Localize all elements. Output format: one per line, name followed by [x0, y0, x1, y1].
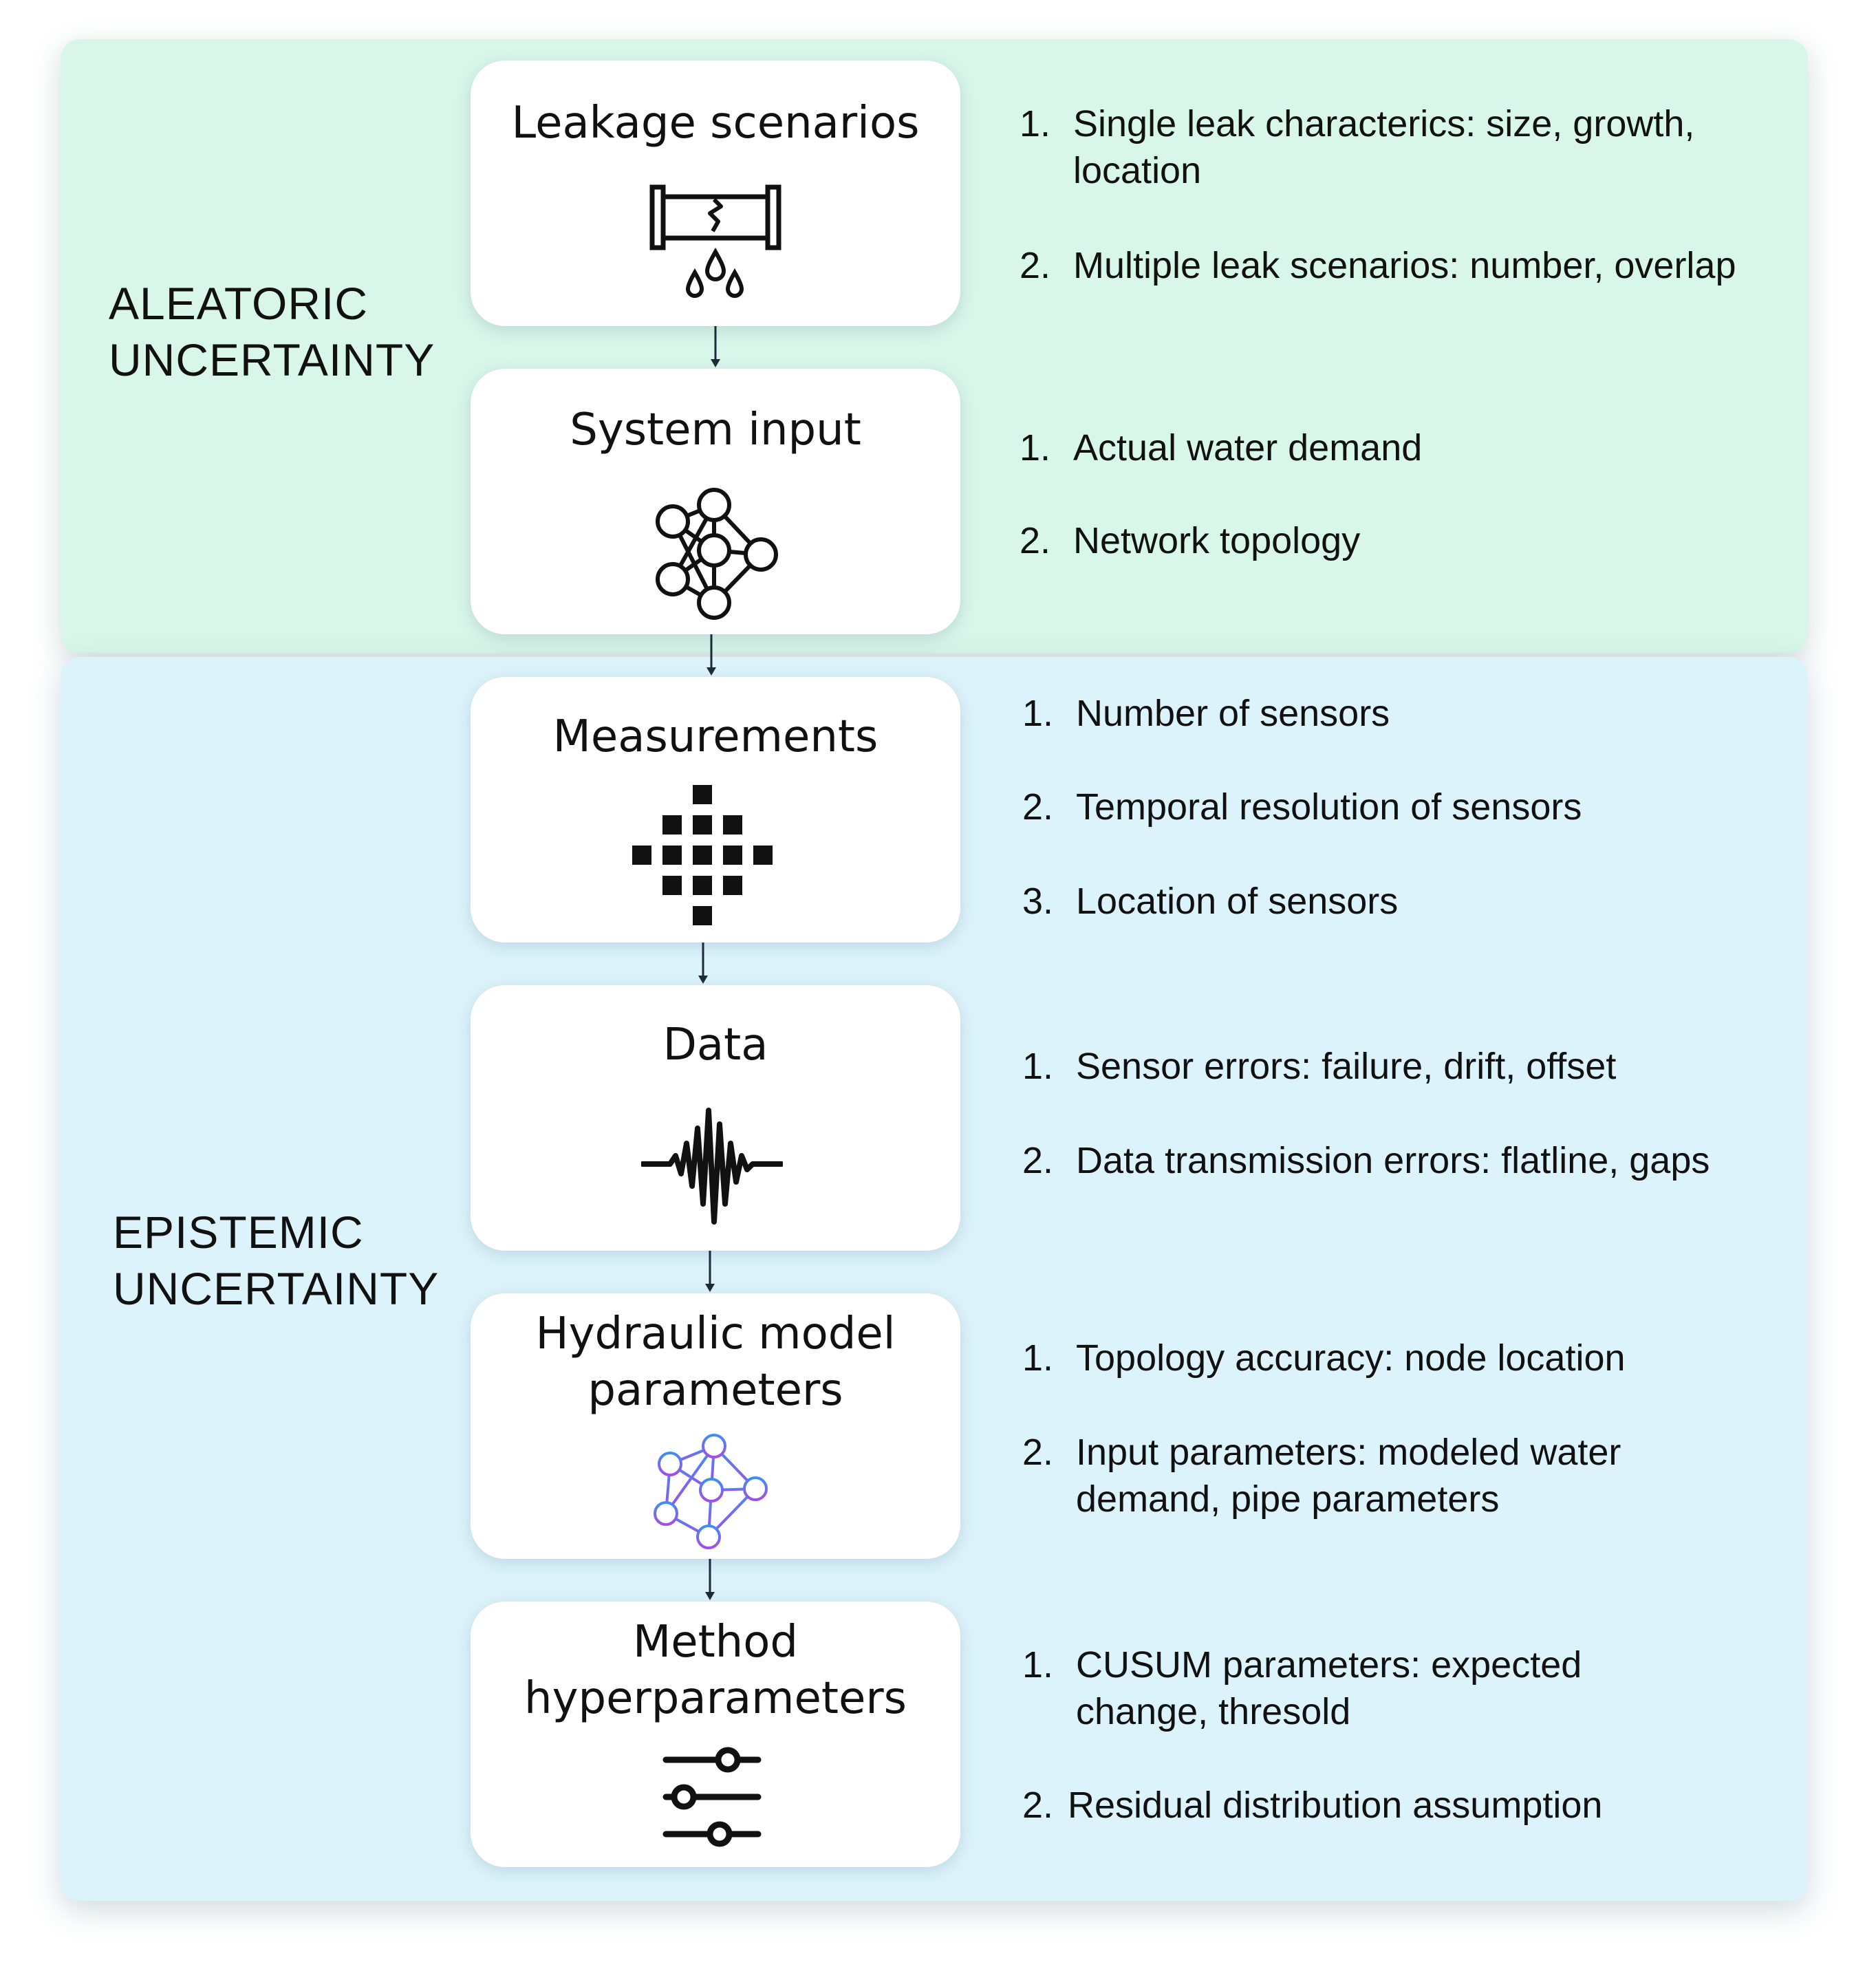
factor-item: 2. Network topology — [1020, 517, 1360, 564]
factor-text: Sensor errors: failure, drift, offset — [1076, 1046, 1617, 1087]
factor-text: Data transmission errors: flatline, gaps — [1076, 1140, 1710, 1181]
flow-arrow — [705, 1559, 715, 1600]
flow-arrow — [705, 1251, 715, 1292]
factor-text: Input parameters: modeled water — [1076, 1432, 1621, 1473]
epistemic-label: EPISTEMIC UNCERTAINTY — [113, 1204, 439, 1317]
card-title-line: System input — [570, 405, 861, 455]
factor-item: 2. Data transmission errors: flatline, ga… — [1022, 1137, 1710, 1184]
signal-waveform-icon — [641, 1108, 783, 1225]
card-title: Data — [471, 1017, 960, 1073]
factor-number: 1. — [1020, 103, 1051, 144]
factor-text: Location of sensors — [1076, 881, 1399, 922]
factor-item: 1. Topology accuracy: node location — [1022, 1335, 1626, 1381]
factor-item: 1. Sensor errors: failure, drift, offset — [1022, 1043, 1616, 1090]
card-title-line: parameters — [587, 1365, 843, 1416]
factor-text-continued: location — [1073, 150, 1202, 191]
flow-arrow — [698, 943, 708, 984]
factor-number: 2. — [1022, 1785, 1054, 1826]
factor-text: Actual water demand — [1073, 427, 1423, 468]
factor-item: 2. Multiple leak scenarios: number, overl… — [1020, 242, 1736, 289]
factor-number: 2. — [1020, 520, 1051, 561]
hydraulic-model-card: Hydraulic model parameters — [471, 1293, 960, 1559]
factor-number: 1. — [1022, 693, 1054, 734]
card-title-line: Data — [662, 1020, 768, 1070]
factor-item: 2. Residual distribution assumption — [1022, 1782, 1602, 1829]
aleatoric-label-line-1: ALEATORIC — [109, 278, 368, 329]
colored-network-icon — [654, 1434, 768, 1549]
data-card: Data — [471, 985, 960, 1251]
leakage-scenarios-card: Leakage scenarios — [471, 61, 960, 326]
card-title: Method hyperparameters — [471, 1614, 960, 1727]
factor-item: 1. Single leak characterics: size, growth… — [1020, 100, 1694, 194]
factor-text: Single leak characterics: size, growth, — [1073, 103, 1695, 144]
factor-number: 2. — [1020, 245, 1051, 286]
factor-number: 1. — [1022, 1644, 1054, 1685]
card-title-line: Leakage scenarios — [511, 98, 920, 149]
factor-text-continued: change, thresold — [1076, 1691, 1351, 1732]
factor-text-continued: demand, pipe parameters — [1076, 1478, 1500, 1520]
sliders-icon — [662, 1747, 762, 1847]
factor-number: 2. — [1022, 786, 1054, 828]
card-title: Hydraulic model parameters — [471, 1306, 960, 1419]
factor-text: Network topology — [1073, 520, 1361, 561]
factor-text: Residual distribution assumption — [1068, 1785, 1603, 1826]
flow-arrow — [711, 326, 720, 367]
card-title: Leakage scenarios — [471, 95, 960, 151]
card-title: Measurements — [471, 709, 960, 765]
factor-item: 1. Number of sensors — [1022, 690, 1390, 737]
factor-text: Multiple leak scenarios: number, overlap — [1073, 245, 1736, 286]
card-title-line: Hydraulic model — [535, 1308, 896, 1359]
method-hyperparameters-card: Method hyperparameters — [471, 1602, 960, 1867]
network-graph-icon — [656, 488, 778, 620]
factor-number: 3. — [1022, 881, 1054, 922]
factor-text: Temporal resolution of sensors — [1076, 786, 1582, 828]
factor-text: CUSUM parameters: expected — [1076, 1644, 1582, 1685]
card-title-line: hyperparameters — [524, 1673, 907, 1724]
factor-number: 1. — [1022, 1046, 1054, 1087]
sensor-grid-icon — [632, 785, 773, 925]
factor-item: 2. Temporal resolution of sensors — [1022, 784, 1582, 830]
system-input-card: System input — [471, 369, 960, 634]
epistemic-label-line-1: EPISTEMIC — [113, 1207, 364, 1258]
factor-text: Topology accuracy: node location — [1076, 1337, 1626, 1379]
card-title-line: Method — [632, 1617, 799, 1668]
flow-arrow — [707, 634, 716, 676]
measurements-card: Measurements — [471, 677, 960, 943]
leaking-pipe-icon — [649, 184, 781, 298]
aleatoric-label-line-2: UNCERTAINTY — [109, 334, 435, 385]
epistemic-label-line-2: UNCERTAINTY — [113, 1263, 440, 1314]
factor-item: 3. Location of sensors — [1022, 878, 1398, 925]
factor-item: 2. Input parameters: modeled water demand… — [1022, 1429, 1621, 1522]
factor-number: 2. — [1022, 1140, 1054, 1181]
factor-number: 2. — [1022, 1432, 1054, 1473]
factor-text: Number of sensors — [1076, 693, 1390, 734]
factor-item: 1. CUSUM parameters: expected change, thr… — [1022, 1641, 1582, 1735]
card-title: System input — [471, 402, 960, 458]
factor-number: 1. — [1020, 427, 1051, 468]
factor-number: 1. — [1022, 1337, 1054, 1379]
card-title-line: Measurements — [552, 711, 878, 762]
aleatoric-label: ALEATORIC UNCERTAINTY — [109, 275, 435, 388]
factor-item: 1. Actual water demand — [1020, 424, 1422, 471]
